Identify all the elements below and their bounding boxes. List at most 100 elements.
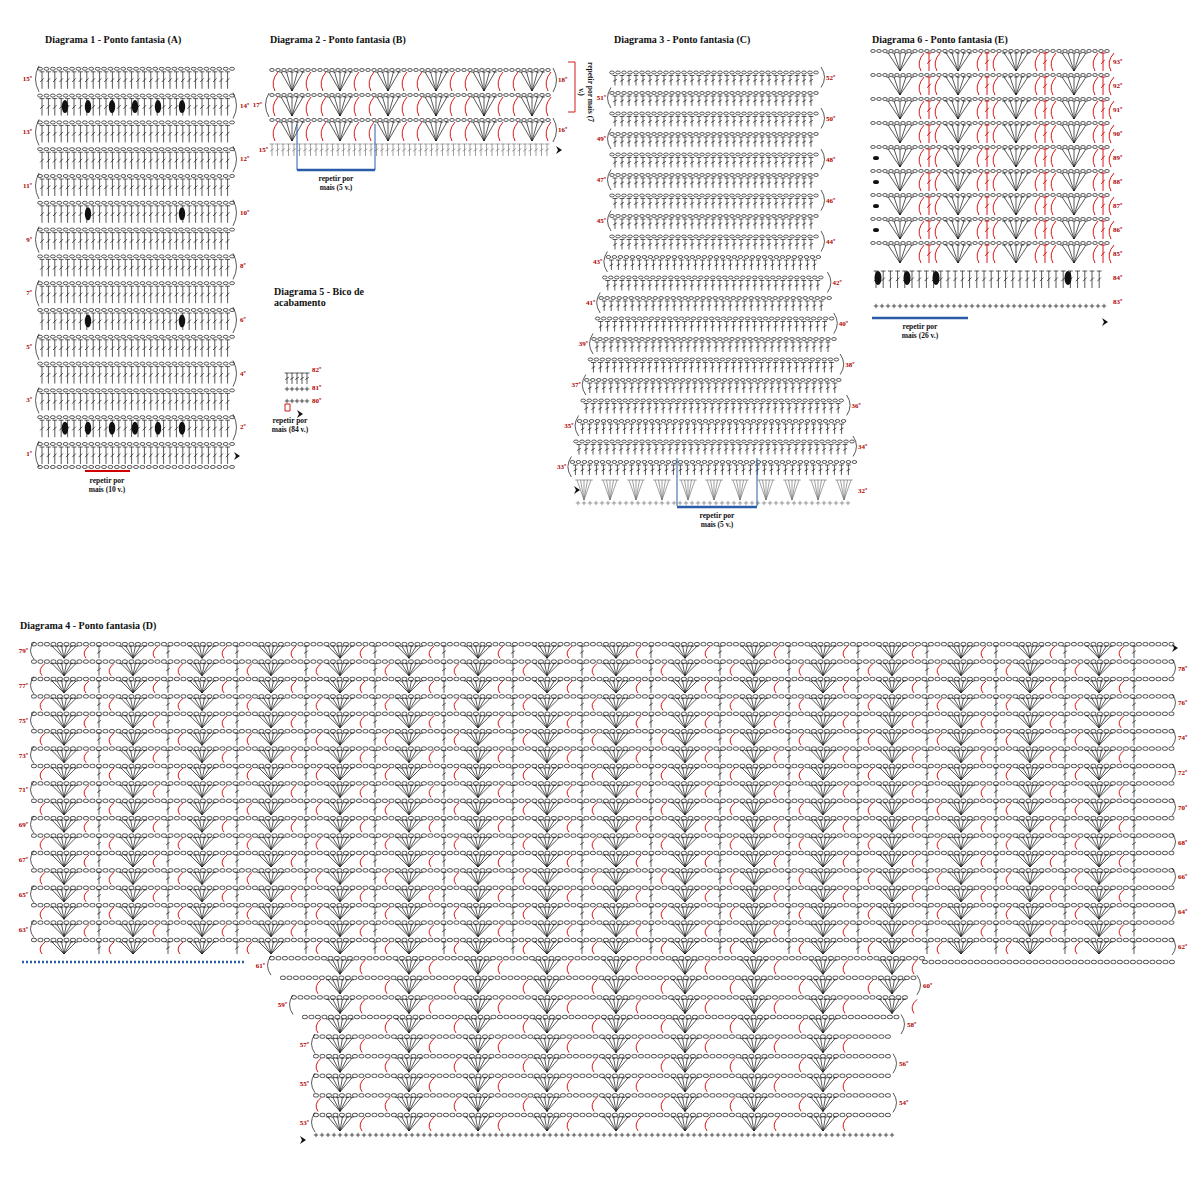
row-number: 34º (858, 443, 867, 451)
row-number: 33º (557, 463, 566, 471)
row-number: 60º (923, 982, 932, 990)
repeat-bracket (297, 124, 757, 506)
row-number: 91º (1113, 106, 1122, 114)
row-number: 9º (26, 236, 32, 244)
repeat-note: repetir por mais (7 v.) (577, 58, 595, 126)
foundation-stitches (270, 144, 853, 505)
row-number: 2º (240, 423, 246, 431)
row-number: 66º (1178, 873, 1187, 881)
row-number: 38º (845, 361, 854, 369)
row-number: 81º (312, 384, 321, 392)
row-number: 73º (19, 752, 28, 760)
diagram-title: Diagrama 1 - Ponto fantasia (A) (45, 34, 181, 45)
row-number: 83º (1113, 298, 1122, 306)
row-number: 10º (240, 209, 249, 217)
popcorn-symbols (62, 100, 1178, 1144)
repeat-note: repetir por mais (84 v.) (266, 416, 314, 434)
row-number: 78º (1178, 665, 1187, 673)
repeat-note: repetir por mais (26 v.) (896, 322, 944, 340)
row-number: 7º (26, 289, 32, 297)
row-number: 17º (253, 101, 262, 109)
row-number: 58º (907, 1021, 916, 1029)
row-number: 48º (826, 156, 835, 164)
repeat-bracket (297, 170, 968, 507)
row-number: 3º (26, 396, 32, 404)
row-number: 51º (597, 94, 606, 102)
row-number: 88º (1113, 178, 1122, 186)
row-number: 8º (240, 262, 246, 270)
row-number: 15º (259, 146, 268, 154)
row-number: 40º (839, 320, 848, 328)
row-number: 32º (858, 487, 867, 495)
row-number: 68º (1178, 839, 1187, 847)
row-number: 55º (300, 1080, 309, 1088)
row-number: 70º (1178, 804, 1187, 812)
repeat-note: repetir por mais (10 v.) (83, 476, 131, 494)
row-number: 43º (593, 258, 602, 266)
row-number: 56º (899, 1060, 908, 1068)
row-number: 67º (19, 856, 28, 864)
repeat-note: repetir por mais (5 v.) (312, 174, 360, 192)
row-number: 18º (558, 76, 567, 84)
row-number: 71º (19, 786, 28, 794)
diagram-title: Diagrama 3 - Ponto fantasia (C) (614, 34, 750, 45)
row-number: 13º (23, 128, 32, 136)
row-number: 14º (240, 102, 249, 110)
stitch-symbols (31, 49, 1176, 1137)
row-number: 11º (23, 182, 32, 190)
highlight-stitches (40, 53, 1124, 1131)
row-number: 75º (19, 717, 28, 725)
row-number: 69º (19, 821, 28, 829)
row-number: 41º (586, 299, 595, 307)
row-number: 36º (852, 402, 861, 410)
row-number: 50º (826, 115, 835, 123)
row-number: 92º (1113, 82, 1122, 90)
row-number: 87º (1113, 202, 1122, 210)
row-number: 89º (1113, 154, 1122, 162)
row-number: 12º (240, 155, 249, 163)
row-number: 76º (1178, 699, 1187, 707)
diagram-title: Diagrama 6 - Ponto fantasia (E) (872, 34, 1008, 45)
row-number: 85º (1113, 250, 1122, 258)
row-number: 39º (579, 340, 588, 348)
row-number: 47º (597, 176, 606, 184)
row-number: 74º (1178, 734, 1187, 742)
row-number: 65º (19, 891, 28, 899)
row-number: 42º (832, 279, 841, 287)
row-number: 64º (1178, 908, 1187, 916)
row-number: 77º (19, 682, 28, 690)
row-number: 61º (256, 962, 265, 970)
row-number: 4º (240, 370, 246, 378)
repeat-bracket (85, 470, 130, 472)
row-number: 59º (278, 1001, 287, 1009)
row-number: 46º (826, 197, 835, 205)
row-number: 16º (558, 126, 567, 134)
diagram-title: Diagrama 5 - Bico de acabamento (274, 286, 374, 308)
row-number: 6º (240, 316, 246, 324)
row-number: 93º (1113, 58, 1122, 66)
start-line (22, 961, 245, 964)
row-number: 90º (1113, 130, 1122, 138)
row-number: 84º (1113, 274, 1122, 282)
row-number: 44º (826, 238, 835, 246)
row-number: 37º (572, 381, 581, 389)
row-number: 35º (564, 422, 573, 430)
row-number: 5º (26, 343, 32, 351)
row-number: 49º (597, 135, 606, 143)
row-number: 15º (23, 75, 32, 83)
repeat-note: repetir por mais (5 v.) (693, 511, 741, 529)
diagram-title: Diagrama 4 - Ponto fantasia (D) (20, 620, 156, 631)
row-number: 86º (1113, 226, 1122, 234)
row-number: 82º (312, 366, 321, 374)
row-number: 72º (1178, 769, 1187, 777)
row-number: 57º (300, 1041, 309, 1049)
row-number: 45º (597, 217, 606, 225)
row-number: 54º (899, 1099, 908, 1107)
row-number: 53º (300, 1119, 309, 1127)
row-number: 62º (1178, 943, 1187, 951)
row-number: 80º (312, 397, 321, 405)
row-number: 52º (826, 74, 835, 82)
row-number: 63º (19, 926, 28, 934)
row-number: 79º (19, 647, 28, 655)
